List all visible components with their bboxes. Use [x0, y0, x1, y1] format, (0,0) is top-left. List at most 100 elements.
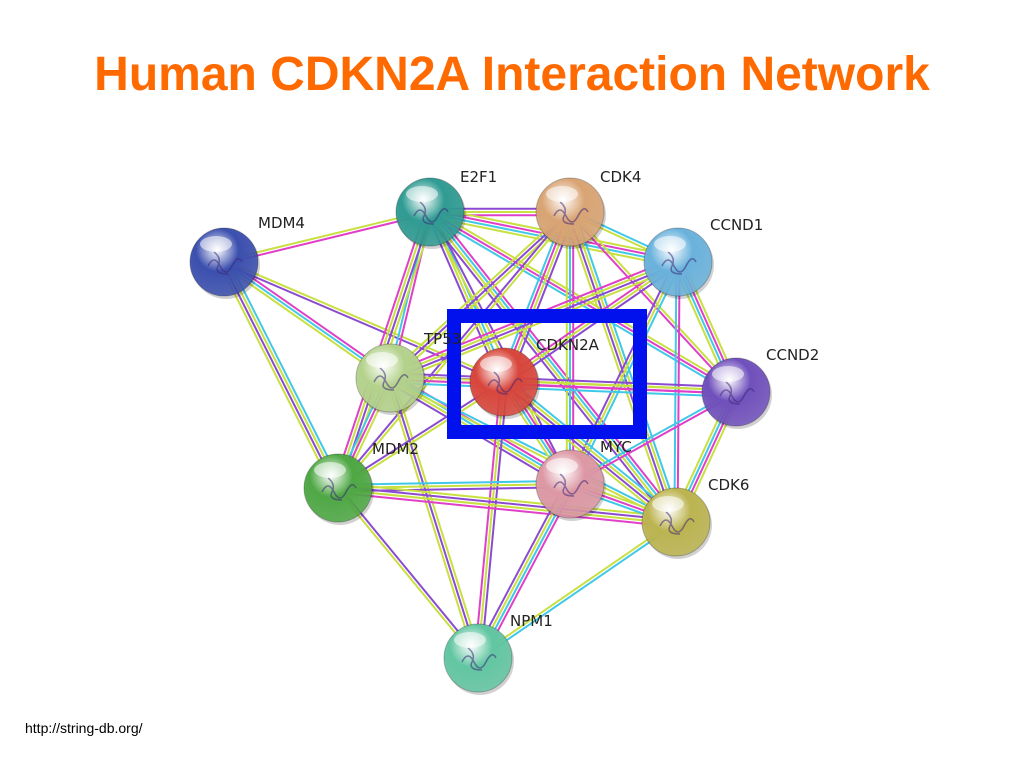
sphere-highlight	[480, 356, 512, 372]
protein-node-mdm4[interactable]	[189, 227, 260, 299]
protein-node-e2f1[interactable]	[395, 177, 466, 249]
protein-label-tp53: TP53	[423, 330, 461, 348]
evidence-line	[567, 212, 736, 395]
protein-node-myc[interactable]	[535, 449, 606, 521]
protein-label-myc: MYC	[600, 438, 632, 456]
evidence-line	[427, 211, 676, 524]
protein-node-cdkn2a[interactable]	[469, 347, 540, 419]
cdkn2a-highlight-box	[447, 309, 647, 439]
evidence-line	[473, 380, 502, 659]
evidence-line	[337, 485, 678, 522]
protein-label-cdk6: CDK6	[708, 476, 749, 494]
evidence-line	[336, 491, 677, 528]
protein-structure-icon	[321, 477, 357, 501]
protein-label-npm1: NPM1	[510, 612, 553, 630]
evidence-line	[337, 482, 678, 519]
protein-node-tp53[interactable]	[355, 343, 426, 415]
sphere-highlight	[454, 632, 486, 648]
evidence-line	[224, 260, 341, 489]
protein-label-cdkn2a: CDKN2A	[536, 336, 600, 354]
interaction-mdm2-npm1	[335, 485, 481, 661]
evidence-line	[504, 379, 679, 522]
node-layer	[189, 177, 772, 695]
interaction-mdm4-e2f1	[222, 209, 432, 265]
evidence-line	[432, 208, 681, 521]
sphere-highlight	[546, 458, 578, 474]
protein-structure-icon	[461, 647, 497, 671]
interaction-mdm2-cdk6	[336, 482, 678, 528]
protein-structure-icon	[373, 367, 409, 391]
protein-structure-icon	[487, 371, 523, 395]
evidence-line	[389, 375, 678, 522]
sphere-highlight	[314, 462, 346, 478]
evidence-line	[389, 377, 479, 659]
interaction-cdkn2a-ccnd2	[502, 379, 738, 395]
evidence-line	[336, 488, 677, 525]
protein-label-mdm4: MDM4	[258, 214, 305, 232]
evidence-line	[389, 211, 571, 379]
evidence-line	[477, 522, 678, 661]
sphere-highlight	[406, 186, 438, 202]
interaction-tp53-cdk6	[388, 375, 678, 525]
protein-structure-icon	[413, 201, 449, 225]
source-link[interactable]: http://string-db.org/	[25, 720, 143, 736]
protein-label-ccnd1: CCND1	[710, 216, 763, 234]
protein-label-mdm2: MDM2	[372, 440, 419, 458]
evidence-line	[504, 263, 681, 386]
interaction-cdk4-ccnd2	[567, 209, 739, 395]
protein-node-npm1[interactable]	[443, 623, 514, 695]
evidence-line	[390, 265, 681, 384]
evidence-line	[476, 519, 677, 658]
evidence-line	[222, 209, 431, 262]
sphere-highlight	[712, 366, 744, 382]
highlight-layer	[447, 309, 647, 439]
protein-node-ccnd2[interactable]	[701, 357, 772, 429]
protein-structure-icon	[553, 201, 589, 225]
evidence-line	[385, 377, 476, 660]
interaction-cdk6-npm1	[476, 519, 678, 661]
protein-node-cdk6[interactable]	[641, 487, 712, 559]
protein-structure-icon	[661, 251, 697, 275]
evidence-line	[564, 212, 673, 525]
protein-node-cdk4[interactable]	[535, 177, 606, 249]
evidence-line	[570, 209, 739, 392]
protein-label-cdk4: CDK4	[600, 168, 641, 186]
protein-node-mdm2[interactable]	[303, 453, 374, 525]
evidence-line	[501, 382, 676, 525]
sphere-highlight	[654, 236, 686, 252]
protein-node-ccnd1[interactable]	[643, 227, 714, 299]
evidence-line	[425, 213, 674, 526]
evidence-line	[386, 208, 569, 377]
evidence-line	[569, 261, 679, 485]
protein-structure-icon	[659, 511, 695, 535]
evidence-line	[223, 212, 432, 265]
sphere-highlight	[546, 186, 578, 202]
sphere-highlight	[200, 236, 232, 252]
protein-structure-icon	[719, 381, 755, 405]
interaction-tp53-npm1	[385, 376, 483, 660]
interaction-e2f1-cdk6	[425, 208, 681, 526]
interaction-mdm4-mdm2	[218, 258, 344, 492]
evidence-line	[388, 378, 677, 525]
evidence-line	[506, 377, 681, 520]
evidence-line	[392, 376, 483, 659]
evidence-line	[430, 210, 679, 523]
protein-label-ccnd2: CCND2	[766, 346, 819, 364]
sphere-highlight	[652, 496, 684, 512]
evidence-line	[221, 261, 338, 490]
evidence-line	[503, 379, 738, 392]
evidence-line	[338, 485, 481, 658]
protein-structure-icon	[553, 473, 589, 497]
evidence-line	[571, 262, 682, 487]
evidence-line	[336, 479, 571, 486]
sphere-highlight	[366, 352, 398, 368]
evidence-line	[335, 488, 478, 661]
slide-title: Human CDKN2A Interaction Network	[94, 48, 930, 101]
protein-label-e2f1: E2F1	[460, 168, 497, 186]
protein-structure-icon	[207, 251, 243, 275]
evidence-line	[502, 382, 737, 395]
evidence-line	[567, 211, 676, 524]
evidence-line	[227, 258, 344, 487]
